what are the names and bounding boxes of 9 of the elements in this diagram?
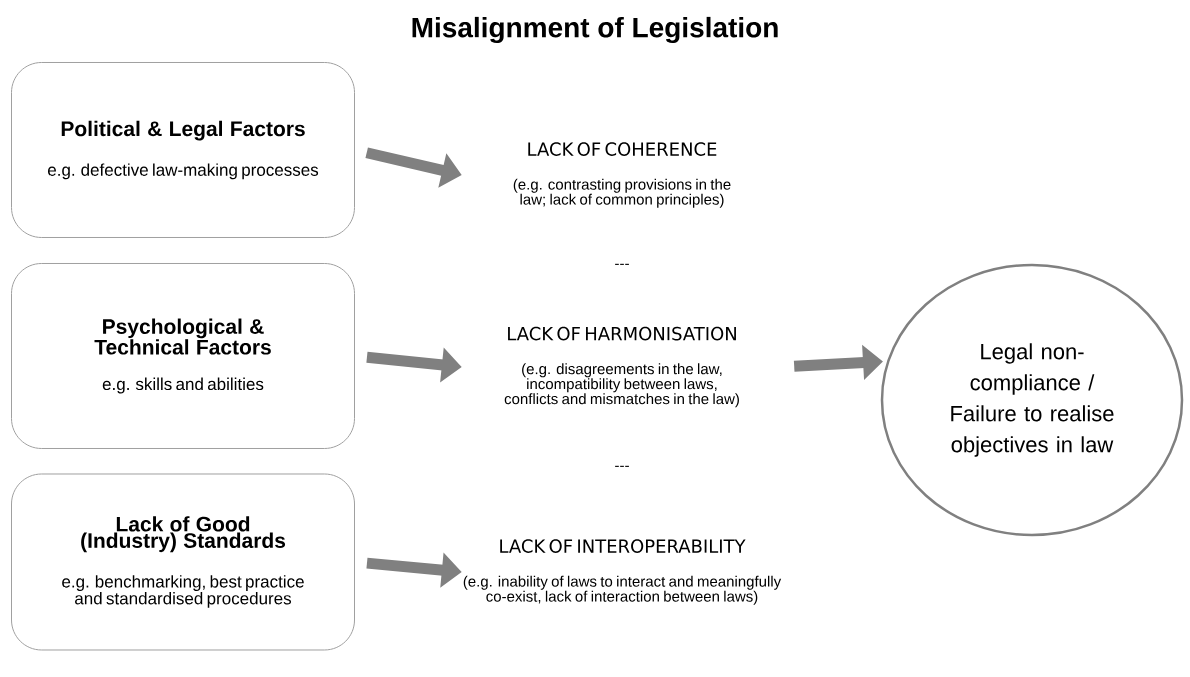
factor-box: Political & Legal Factors e.g. defective law-making processes bbox=[11, 62, 355, 238]
title: Misalignment of Legislation bbox=[412, 16, 778, 44]
separator-dashes: --- bbox=[615, 465, 629, 467]
separator-dashes: --- bbox=[615, 263, 629, 265]
issue-text: LACK OF COHERENCE (e.g. contrasting provisions in the law; lack of common principles) bbox=[513, 142, 731, 208]
issue-text: LACK OF INTEROPERABILITY (e.g. inability of laws to interact and meaningfully co-exist, lack of interaction between laws) bbox=[463, 539, 782, 605]
factor-box: Psychological & Technical Factors e.g. skills and abilities bbox=[11, 263, 355, 449]
issue-text: LACK OF HARMONISATION (e.g. disagreements in the law, incompatibility between laws, conflicts and mismatches in the law) bbox=[504, 326, 739, 408]
factor-box: Lack of Good (Industry) Standards e.g. benchmarking, best practice and standardised procedures bbox=[11, 473, 355, 651]
